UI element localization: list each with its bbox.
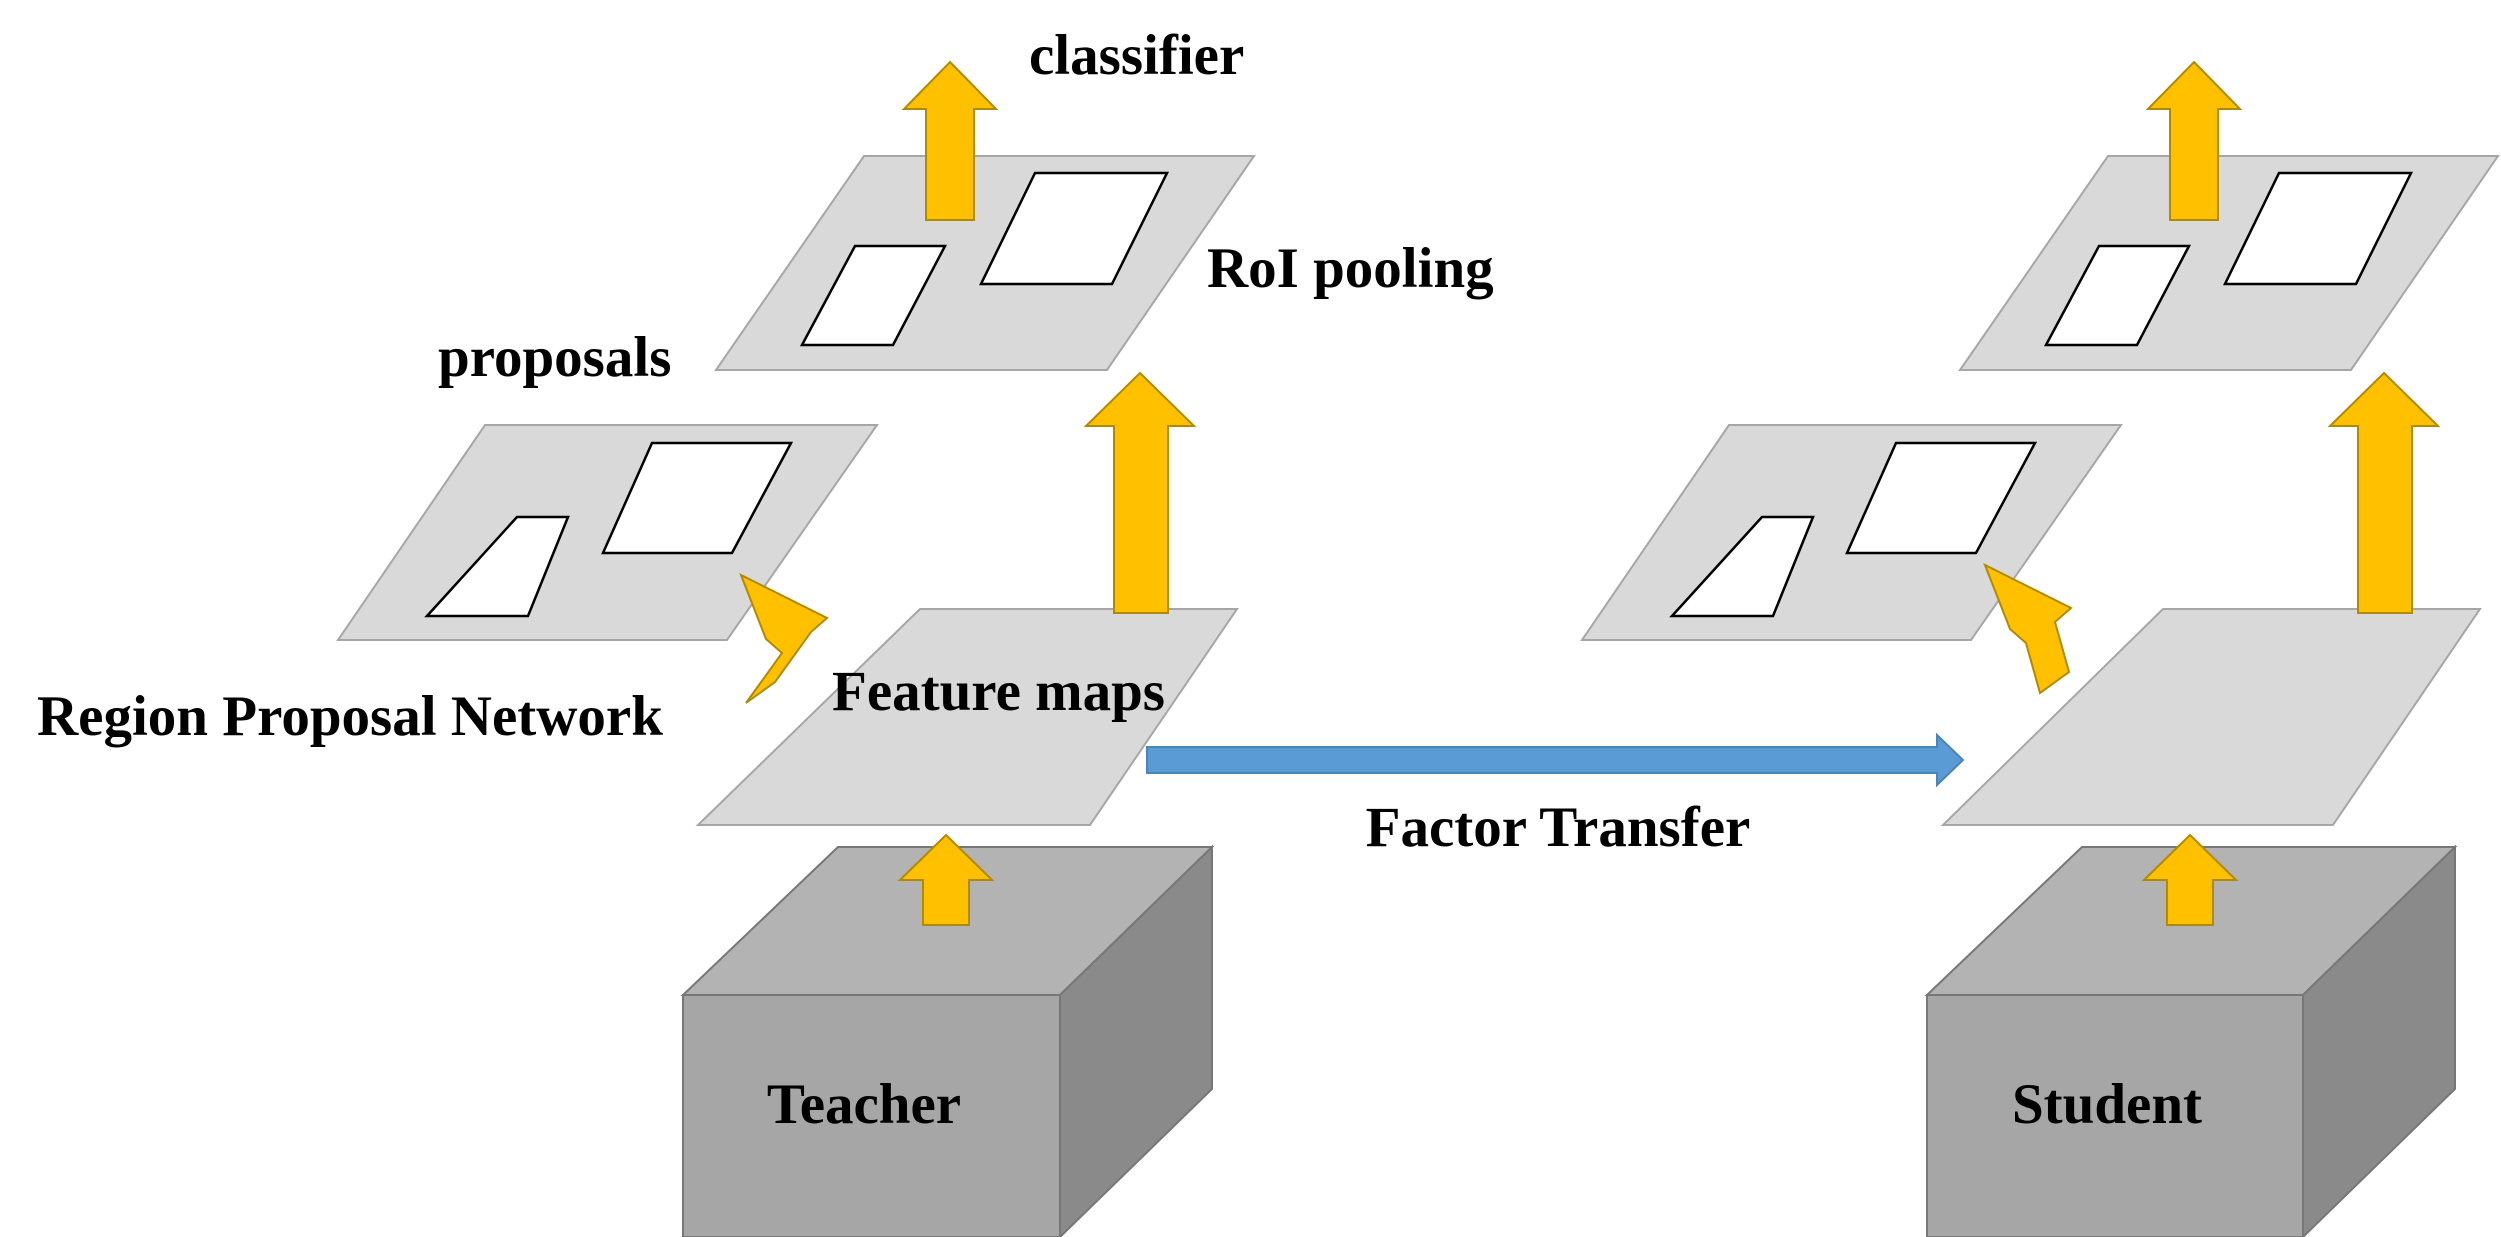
roi-pooling-label: RoI pooling	[1207, 237, 1494, 300]
teacher-proposal-box-large	[601, 441, 794, 555]
student-roi-plane-bg	[1958, 155, 2500, 371]
teacher-proposals-plane	[336, 424, 879, 641]
teacher-label: Teacher	[767, 1073, 961, 1136]
classifier-label: classifier	[1029, 24, 1244, 87]
teacher-rpn-arrow	[739, 572, 829, 704]
factor-transfer: Factor Transfer	[1146, 732, 1965, 859]
student-roi-box-large	[2223, 171, 2414, 286]
student-label: Student	[2012, 1073, 2202, 1136]
teacher-cube-to-features-arrow	[897, 833, 995, 926]
factor-transfer-arrow	[1146, 732, 1965, 788]
teacher-cube: Teacher	[680, 844, 1215, 1237]
teacher-roi-box-large	[979, 171, 1170, 286]
student-network: Student	[1580, 60, 2500, 1237]
student-classifier-arrow	[2145, 60, 2243, 221]
teacher-roi-plane-bg	[714, 155, 1256, 371]
factor-transfer-label: Factor Transfer	[1366, 796, 1751, 859]
student-proposal-box-large	[1845, 441, 2038, 555]
teacher-proposal-box-small	[424, 515, 570, 618]
teacher-roi-pooling-plane	[714, 155, 1256, 371]
student-rpn-arrow	[1983, 562, 2073, 695]
teacher-features-to-roi-arrow	[1083, 371, 1197, 614]
teacher-classifier-arrow	[901, 60, 999, 221]
student-cube-front	[1926, 994, 2304, 1237]
student-roi-box-small	[2043, 244, 2192, 347]
student-proposals-plane	[1580, 424, 2123, 641]
student-roi-pooling-plane	[1958, 155, 2500, 371]
proposals-label: proposals	[438, 326, 671, 389]
student-proposal-box-small	[1669, 515, 1815, 618]
feature-maps-label: Feature maps	[832, 660, 1165, 723]
teacher-network: Teacher Feature maps proposals RoI pooli…	[37, 24, 1494, 1237]
teacher-cube-front	[682, 994, 1061, 1237]
rpn-label: Region Proposal Network	[37, 685, 663, 748]
student-cube-to-features-arrow	[2141, 833, 2239, 926]
student-features-to-roi-arrow	[2327, 371, 2441, 614]
student-cube: Student	[1924, 844, 2458, 1237]
teacher-roi-box-small	[799, 244, 948, 347]
